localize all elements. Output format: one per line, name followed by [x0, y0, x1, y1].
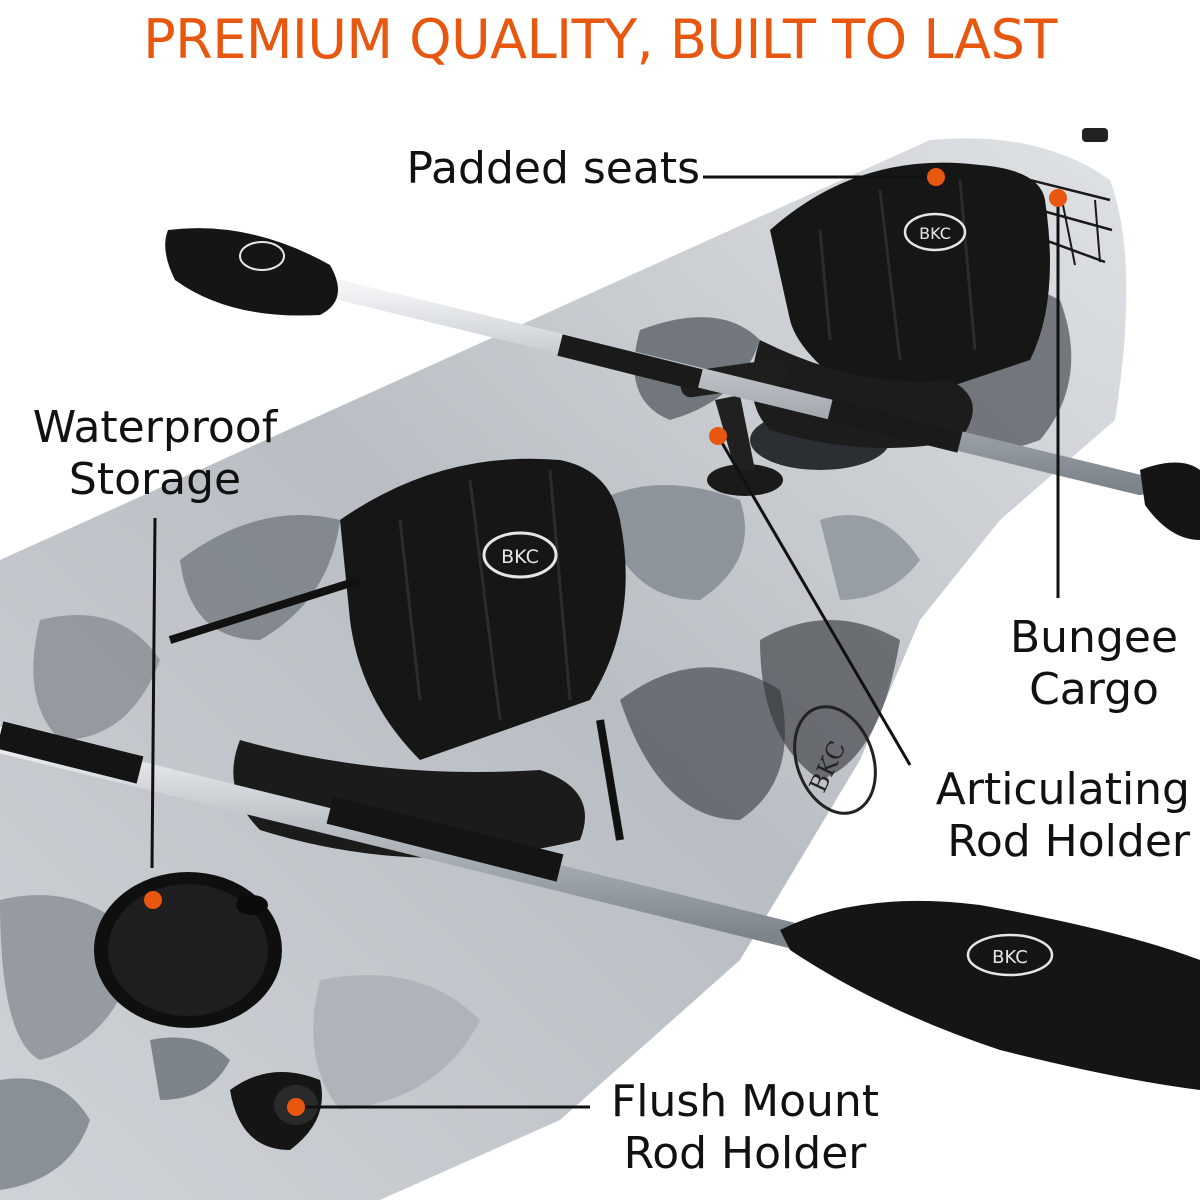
bungee-cargo-dot [1049, 189, 1067, 207]
articulating-rod-holder-line [716, 435, 912, 766]
articulating-rod-holder-label: Articulating Rod Holder [935, 764, 1190, 867]
waterproof-storage-dot [144, 891, 162, 909]
flush-mount-rod-holder-label: Flush Mount Rod Holder [610, 1076, 880, 1179]
padded-seats-label: Padded seats [406, 143, 701, 194]
waterproof-storage-label: Waterproof Storage [32, 402, 278, 505]
flush-mount-rod-holder-dot [287, 1098, 305, 1116]
seat-logo: BKC [919, 224, 951, 243]
svg-text:BKC: BKC [992, 947, 1028, 968]
rear-paddle-illustration [165, 228, 1200, 540]
rear-seat-illustration: BKC [752, 162, 1050, 448]
front-paddle-illustration: BKC [0, 721, 1200, 1090]
front-seat-illustration: BKC [168, 458, 626, 858]
callout-dots [144, 168, 1067, 1116]
seat-logo: BKC [501, 546, 539, 568]
articulating-rod-holder-dot [709, 427, 727, 445]
waterproof-storage-line [150, 517, 157, 869]
bungee-cargo-label: Bungee Cargo [1009, 612, 1179, 715]
callout-lines [150, 175, 1060, 1109]
waterproof-hatch-illustration [94, 872, 282, 1028]
headline: PREMIUM QUALITY, BUILT TO LAST [143, 8, 1057, 71]
padded-seats-dot [927, 168, 945, 186]
